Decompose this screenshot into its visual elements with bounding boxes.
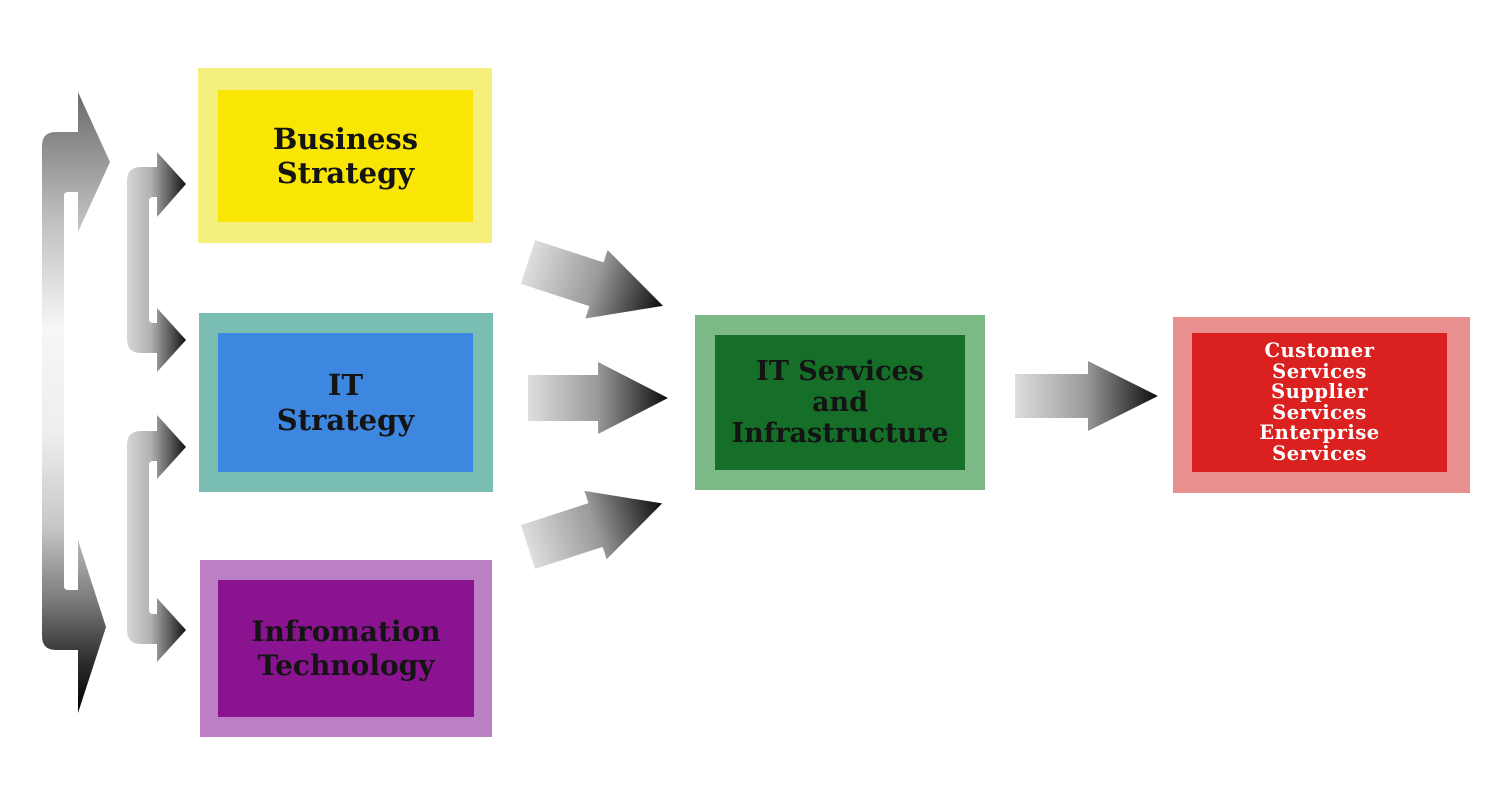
box-label-line: Infromation xyxy=(251,614,441,648)
box-it-strategy-label: IT Strategy xyxy=(218,333,473,472)
box-it-strategy: IT Strategy xyxy=(199,313,493,492)
box-label-line: Services xyxy=(1272,359,1367,383)
box-it-services-infrastructure-label: IT Services and Infrastructure xyxy=(715,335,965,470)
box-information-technology: Infromation Technology xyxy=(200,560,492,737)
box-enterprise-services: Customer Services Supplier Services Ente… xyxy=(1173,317,1470,493)
left-loop-double-arrow xyxy=(42,92,110,713)
box-information-technology-label: Infromation Technology xyxy=(218,580,474,717)
box-label-line: Enterprise xyxy=(1259,421,1380,444)
box-label-line: IT xyxy=(327,367,364,402)
box-enterprise-services-label: Customer Services Supplier Services Ente… xyxy=(1192,333,1447,472)
box-label-line: Strategy xyxy=(276,402,415,437)
box-label-line: and xyxy=(811,387,868,418)
box-label-line: Services xyxy=(1272,441,1367,465)
arrow-itservices-to-services xyxy=(1015,361,1158,431)
box-label-line: Technology xyxy=(257,648,435,682)
bracket-arrow-upper xyxy=(127,152,186,372)
arrow-business-to-itservices xyxy=(520,240,664,319)
box-label-line: Supplier xyxy=(1270,380,1369,403)
box-label-line: Strategy xyxy=(276,156,415,190)
box-label-line: IT Services xyxy=(756,356,924,387)
arrow-infotech-to-itservices xyxy=(520,490,663,569)
bracket-arrow-lower xyxy=(127,415,186,662)
box-label-line: Infrastructure xyxy=(731,418,949,449)
box-label-line: Customer xyxy=(1264,339,1375,362)
box-business-strategy: Business Strategy xyxy=(198,68,492,243)
box-label-line: Services xyxy=(1272,400,1367,424)
box-business-strategy-label: Business Strategy xyxy=(218,90,473,222)
box-label-line: Business xyxy=(272,122,419,156)
arrow-itstrategy-to-itservices xyxy=(528,362,668,434)
box-it-services-infrastructure: IT Services and Infrastructure xyxy=(695,315,985,490)
